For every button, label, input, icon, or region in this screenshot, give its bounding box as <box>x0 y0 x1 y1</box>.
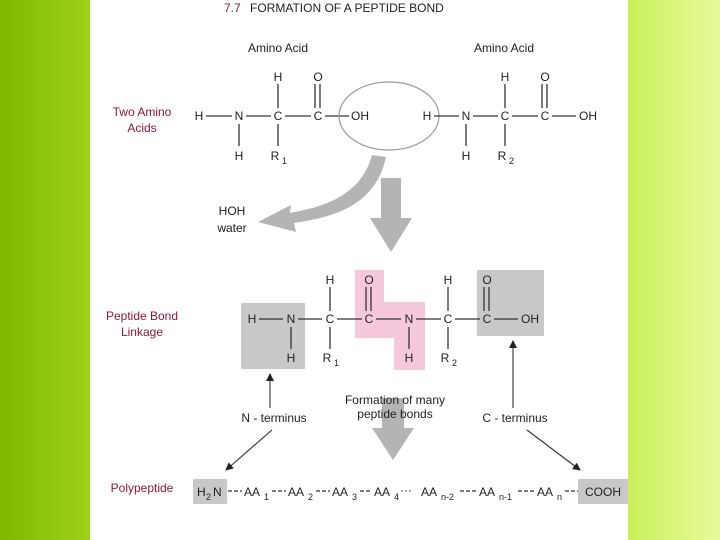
n-terminus-label: N - terminus <box>241 411 306 425</box>
chain-aa-1: AA <box>244 485 260 499</box>
dp-c-alpha2: C <box>444 312 453 326</box>
chain-h: H <box>197 485 206 499</box>
peptide-bond-label: Peptide Bond <box>106 309 178 323</box>
chain-aa-n-2-sub: n-2 <box>441 492 454 502</box>
c-terminus-highlight <box>477 270 544 336</box>
chain-cooh: COOH <box>585 485 621 499</box>
aa2-r: R <box>498 149 507 163</box>
aa1-n: N <box>235 109 244 123</box>
aa2-h-left: H <box>423 109 432 123</box>
dp-r2: R <box>441 351 450 365</box>
water-formula: HOH <box>219 204 246 218</box>
polypeptide-label: Polypeptide <box>111 481 174 495</box>
aa1-o: O <box>313 70 322 84</box>
chain-n: N <box>213 485 222 499</box>
amino-acid-label-1: Amino Acid <box>248 41 308 55</box>
dp-n1: N <box>287 312 296 326</box>
reaction-down-arrow <box>370 178 412 252</box>
aa2-o: O <box>540 70 549 84</box>
dp-oh: OH <box>521 312 539 326</box>
aa2-r-sub: 2 <box>509 156 514 166</box>
chain-aa-n: AA <box>537 485 553 499</box>
aa1-c-alpha: C <box>274 109 283 123</box>
many-bonds-label-2: peptide bonds <box>357 407 432 421</box>
aa2-c-carbonyl: C <box>541 109 550 123</box>
dipeptide: H N H C H R 1 C O N H C H R 2 C O OH <box>248 273 539 368</box>
dp-h-top1: H <box>326 273 335 287</box>
dp-c-alpha1: C <box>326 312 335 326</box>
dp-n2: N <box>405 312 414 326</box>
amino-acid-label-2: Amino Acid <box>474 41 534 55</box>
many-bonds-label: Formation of many <box>345 393 445 407</box>
aa1-r-sub: 1 <box>282 156 287 166</box>
dp-c-carbonyl1: C <box>365 312 374 326</box>
aa1-h-top: H <box>274 70 283 84</box>
water-label: water <box>216 221 246 235</box>
chain-aa-n-sub: n <box>557 492 562 502</box>
left-green-band <box>0 0 90 540</box>
n-terminus-to-chain-arrow <box>225 429 273 471</box>
chain-c-terminus-box <box>578 479 628 504</box>
dp-r2-sub: 2 <box>452 358 457 368</box>
chain-ellipsis: ··· <box>400 483 412 497</box>
chain-aa-n-1: AA <box>479 485 495 499</box>
right-lime-band <box>628 0 720 540</box>
aa2-oh: OH <box>579 109 597 123</box>
peptide-bond-highlight <box>355 270 425 370</box>
chain-aa-1-sub: 1 <box>264 492 269 502</box>
aa1-oh: OH <box>351 109 369 123</box>
aa1-n-h: H <box>235 149 244 163</box>
c-terminus-to-chain-arrow <box>526 429 581 471</box>
chain-aa-n-1-sub: n-1 <box>499 492 512 502</box>
chain-aa-4-sub: 4 <box>394 492 399 502</box>
figure-title: FORMATION OF A PEPTIDE BOND <box>250 1 444 15</box>
dp-n1-h: H <box>287 351 296 365</box>
dp-c-carbonyl2: C <box>483 312 492 326</box>
aa1-h-left: H <box>195 109 204 123</box>
dp-o2: O <box>482 273 491 287</box>
aa2-h-top: H <box>501 70 510 84</box>
amino-acid-2: H N H C H R 2 C O OH <box>423 70 597 166</box>
aa2-n-h: H <box>462 149 471 163</box>
chain-aa-3: AA <box>332 485 348 499</box>
figure-number: 7.7 <box>224 1 241 15</box>
n-terminus-highlight <box>241 303 305 369</box>
aa2-c-alpha: C <box>501 109 510 123</box>
dp-h-top2: H <box>444 273 453 287</box>
water-release-arrow <box>258 155 386 232</box>
chain-n-terminus-box <box>193 479 227 504</box>
peptide-bond-label-2: Linkage <box>121 325 163 339</box>
two-amino-acids-label: Two Amino <box>113 105 172 119</box>
amino-acid-1: H N H C H R 1 C O OH <box>195 70 369 166</box>
dp-h-left: H <box>248 312 257 326</box>
polymerization-down-arrow <box>372 398 414 460</box>
chain-aa-4: AA <box>374 485 390 499</box>
polypeptide-chain: H 2 N AA 1 AA 2 AA 3 AA 4 ··· AA n-2 AA … <box>197 483 621 502</box>
chain-aa-n-2: AA <box>421 485 437 499</box>
aa2-n: N <box>462 109 471 123</box>
chain-aa-2: AA <box>288 485 304 499</box>
aa1-r: R <box>271 149 280 163</box>
dp-o1: O <box>364 273 373 287</box>
chain-aa-3-sub: 3 <box>352 492 357 502</box>
dp-r1: R <box>323 351 332 365</box>
chain-h-sub: 2 <box>206 492 211 502</box>
dp-r1-sub: 1 <box>334 358 339 368</box>
c-terminus-label: C - terminus <box>482 411 547 425</box>
aa1-c-carbonyl: C <box>314 109 323 123</box>
two-amino-acids-label-2: Acids <box>127 121 156 135</box>
dp-n2-h: H <box>405 351 414 365</box>
chain-aa-2-sub: 2 <box>308 492 313 502</box>
